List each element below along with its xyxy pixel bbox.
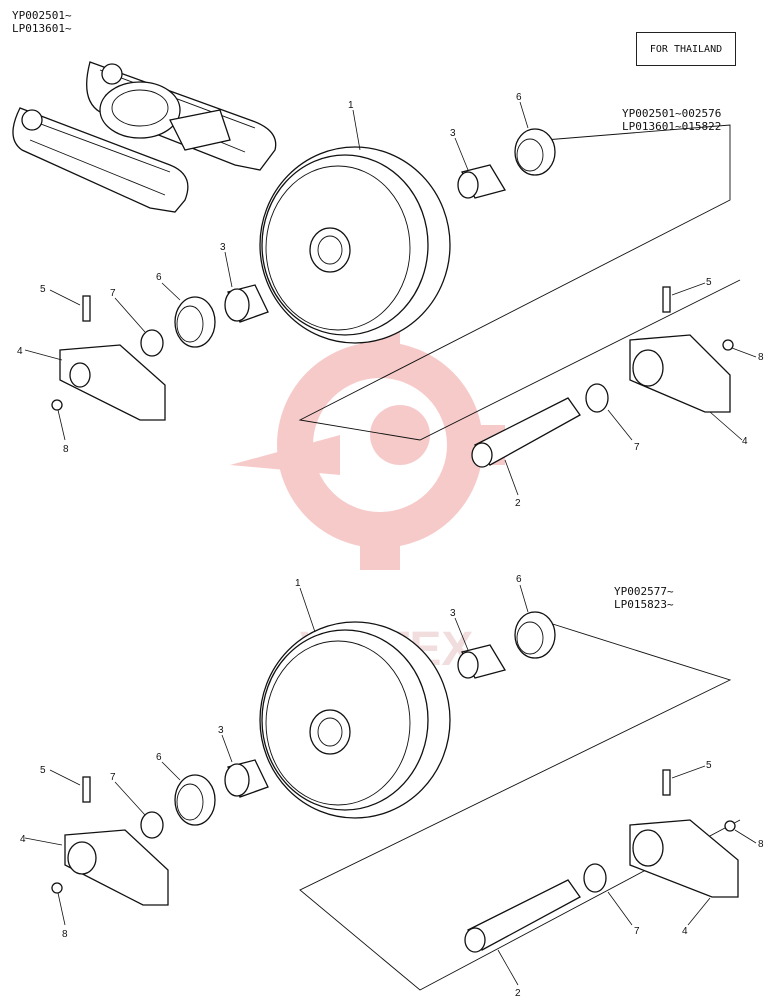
callout-2-lower: 2: [515, 988, 521, 999]
callout-5-upper-right: 5: [706, 277, 712, 288]
o-ring-lower-right: [583, 863, 607, 893]
idler-wheel-lower: [259, 621, 451, 819]
pin-upper-left: [82, 295, 91, 322]
callout-4-lower-right: 4: [682, 926, 688, 937]
o-ring-lower-left: [140, 811, 164, 839]
seal-upper-right: [514, 128, 556, 176]
serial-range-top-line2: LP013601~: [12, 22, 72, 35]
callout-3-lower-right: 3: [450, 608, 456, 619]
bushing-lower-right: [457, 644, 507, 679]
pin-lower-left: [82, 776, 91, 803]
lower-assembly: [51, 611, 741, 991]
callout-7-upper-left: 7: [110, 288, 116, 299]
leader-lines: [24, 101, 757, 986]
callout-5-lower-left: 5: [40, 765, 46, 776]
callout-1-lower: 1: [295, 578, 301, 589]
upper-assembly: [51, 124, 741, 468]
axle-upper: [471, 397, 581, 468]
o-ring-upper-right: [585, 383, 609, 413]
bracket-lower-right: [629, 819, 739, 898]
bushing-upper-right: [457, 164, 507, 199]
callout-2-upper: 2: [515, 498, 521, 509]
callout-5-lower-right: 5: [706, 760, 712, 771]
callout-4-lower-left: 4: [20, 834, 26, 845]
bracket-upper-left: [59, 344, 166, 421]
watermark-logo: [230, 320, 505, 570]
track-frame-overview: [12, 61, 277, 213]
seal-lower-right: [514, 611, 556, 659]
callout-6-lower-right: 6: [516, 574, 522, 585]
callout-8-upper-left: 8: [63, 444, 69, 455]
callout-6-upper-right: 6: [516, 92, 522, 103]
callout-8-lower-right: 8: [758, 839, 764, 850]
pin-lower-right: [662, 769, 671, 796]
callout-3-lower-left: 3: [218, 725, 224, 736]
callout-6-lower-left: 6: [156, 752, 162, 763]
callout-7-upper-right: 7: [634, 442, 640, 453]
upper-range-line2: LP013601~015822: [622, 120, 722, 133]
bolt-upper-right: [722, 339, 734, 351]
pin-upper-right: [662, 286, 671, 313]
callout-8-lower-left: 8: [62, 929, 68, 940]
lower-range-line2: LP015823~: [614, 598, 674, 611]
callout-1-upper: 1: [348, 100, 354, 111]
callout-8-upper-right: 8: [758, 352, 764, 363]
o-ring-upper-left: [140, 329, 164, 357]
serial-range-top-line1: YP002501~: [12, 9, 72, 22]
callout-3-upper-left: 3: [220, 242, 226, 253]
upper-range-line1: YP002501~002576: [622, 107, 722, 120]
callout-4-upper-left: 4: [17, 346, 23, 357]
bracket-upper-right: [629, 334, 731, 413]
callout-3-upper-right: 3: [450, 128, 456, 139]
idler-wheel-upper: [259, 146, 451, 344]
bolt-upper-left: [51, 399, 63, 411]
region-label: FOR THAILAND: [649, 43, 723, 55]
callout-5-upper-left: 5: [40, 284, 46, 295]
callout-7-lower-right: 7: [634, 926, 640, 937]
lower-range-line1: YP002577~: [614, 585, 674, 598]
axle-lower: [464, 879, 581, 953]
bushing-lower-left: [224, 759, 269, 798]
region-box: FOR THAILAND: [636, 32, 736, 66]
seal-upper-left: [174, 296, 216, 348]
bolt-lower-left: [51, 882, 63, 894]
callout-7-lower-left: 7: [110, 772, 116, 783]
callout-6-upper-left: 6: [156, 272, 162, 283]
seal-lower-left: [174, 774, 216, 826]
callout-4-upper-right: 4: [742, 436, 748, 447]
bracket-lower-left: [64, 829, 169, 906]
bushing-upper-left: [224, 284, 269, 323]
bolt-lower-right: [724, 820, 736, 832]
